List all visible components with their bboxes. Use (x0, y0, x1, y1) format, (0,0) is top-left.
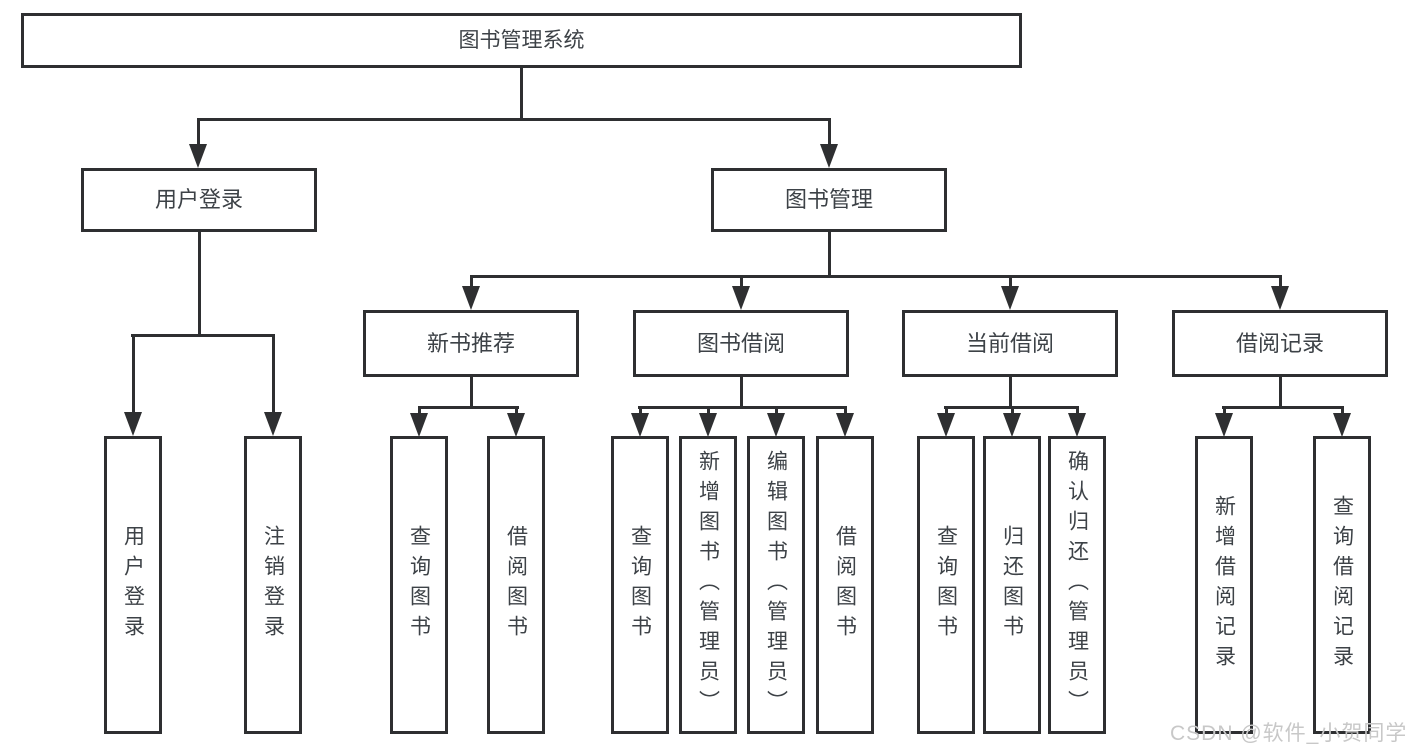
connector-line (1279, 377, 1282, 409)
connector-line (828, 118, 831, 146)
watermark: CSDN @软件_小贺同学 (1170, 722, 1405, 745)
connector-line (132, 334, 135, 414)
arrow-down-icon (1068, 413, 1086, 437)
leaf-add-borrow-record: 新增借阅记录 (1195, 436, 1253, 734)
connector-line (707, 406, 710, 416)
leaf-query-books-borrowing: 查询图书 (611, 436, 669, 734)
connector-line (1279, 275, 1282, 288)
arrow-down-icon (631, 413, 649, 437)
arrow-down-icon (507, 413, 525, 437)
leaf-query-borrow-record: 查询借阅记录 (1313, 436, 1371, 734)
connector-line (740, 377, 743, 409)
connector-line (520, 68, 523, 120)
arrow-down-icon (264, 412, 282, 436)
leaf-borrow-books-recommend: 借阅图书 (487, 436, 545, 734)
connector-line (945, 406, 948, 416)
arrow-down-icon (124, 412, 142, 436)
connector-line (470, 275, 473, 288)
node-borrowing-records: 借阅记录 (1172, 310, 1388, 377)
arrow-down-icon (1333, 413, 1351, 437)
connector-line (775, 406, 778, 416)
connector-line (418, 406, 519, 409)
connector-line (197, 118, 200, 146)
connector-line (198, 232, 201, 336)
connector-line (638, 406, 847, 409)
connector-line (1222, 406, 1344, 409)
connector-line (828, 232, 831, 278)
leaf-logout: 注销登录 (244, 436, 302, 734)
arrow-down-icon (1215, 413, 1233, 437)
node-new-book-recommend: 新书推荐 (363, 310, 579, 377)
connector-line (272, 334, 275, 414)
leaf-borrow-books-borrowing: 借阅图书 (816, 436, 874, 734)
leaf-query-books-current: 查询图书 (917, 436, 975, 734)
arrow-down-icon (820, 144, 838, 168)
leaf-query-books-recommend: 查询图书 (390, 436, 448, 734)
connector-line (515, 406, 518, 416)
connector-line (131, 334, 275, 337)
node-root-book-management-system: 图书管理系统 (21, 13, 1022, 68)
arrow-down-icon (937, 413, 955, 437)
arrow-down-icon (732, 286, 750, 310)
connector-line (639, 406, 642, 416)
leaf-confirm-return-admin: 确认归还（管理员） (1048, 436, 1106, 734)
leaf-return-books: 归还图书 (983, 436, 1041, 734)
arrow-down-icon (1003, 413, 1021, 437)
node-book-borrowing: 图书借阅 (633, 310, 849, 377)
arrow-down-icon (1271, 286, 1289, 310)
node-current-borrowing: 当前借阅 (902, 310, 1118, 377)
connector-line (470, 275, 1282, 278)
arrow-down-icon (1001, 286, 1019, 310)
leaf-edit-books-admin: 编辑图书（管理员） (747, 436, 805, 734)
leaf-user-login: 用户登录 (104, 436, 162, 734)
arrow-down-icon (462, 286, 480, 310)
connector-line (740, 275, 743, 288)
connector-line (1009, 377, 1012, 409)
arrow-down-icon (410, 413, 428, 437)
connector-line (1009, 275, 1012, 288)
connector-line (470, 377, 473, 409)
connector-line (1076, 406, 1079, 416)
arrow-down-icon (189, 144, 207, 168)
connector-line (197, 118, 831, 121)
leaf-add-books-admin: 新增图书（管理员） (679, 436, 737, 734)
connector-line (1223, 406, 1226, 416)
connector-line (1341, 406, 1344, 416)
connector-line (844, 406, 847, 416)
arrow-down-icon (767, 413, 785, 437)
arrow-down-icon (836, 413, 854, 437)
arrow-down-icon (699, 413, 717, 437)
connector-line (1011, 406, 1014, 416)
node-book-management: 图书管理 (711, 168, 947, 232)
connector-line (418, 406, 421, 416)
node-user-login: 用户登录 (81, 168, 317, 232)
